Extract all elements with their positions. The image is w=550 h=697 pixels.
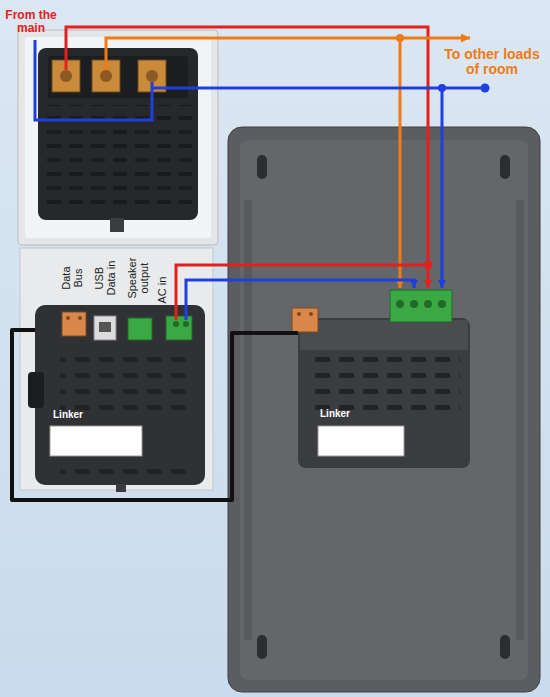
wall-panel-part xyxy=(424,300,432,308)
wires-part xyxy=(399,38,402,288)
wall-panel-part xyxy=(516,200,524,640)
wall-panel-part xyxy=(390,290,452,322)
wall-panel-part xyxy=(309,312,313,316)
port-label: Data Bus xyxy=(60,262,84,294)
power-socket xyxy=(18,30,218,245)
wall-panel-part xyxy=(312,356,460,412)
wires xyxy=(35,27,483,320)
wall-panel-part xyxy=(318,426,404,456)
controller-module-photo-part xyxy=(173,321,179,327)
wall-panel-part xyxy=(438,300,446,308)
wall-panel-part xyxy=(500,635,510,659)
power-socket-part xyxy=(100,70,112,82)
wire-junctions-part xyxy=(396,34,404,42)
controller-module-photo-part xyxy=(94,316,116,340)
wall-panel-part xyxy=(396,300,404,308)
wires-part xyxy=(176,265,428,320)
wire-junctions-part xyxy=(481,84,490,93)
port-label: AC in xyxy=(156,270,168,310)
wall-panel-part xyxy=(257,635,267,659)
controller-module: Linker xyxy=(298,318,470,468)
controller-module-photo-part xyxy=(62,312,86,336)
wire-junctions-part xyxy=(424,261,432,269)
brand-label: Linker xyxy=(53,409,201,420)
wires-part xyxy=(106,38,470,70)
wall-panel-part xyxy=(297,312,301,316)
port-label: USB Data in xyxy=(93,257,117,299)
controller-module-photo xyxy=(20,248,213,492)
wall-panel xyxy=(228,127,540,692)
wires-part xyxy=(441,88,444,288)
power-socket-part xyxy=(110,218,124,232)
power-socket-part xyxy=(18,30,218,245)
wall-panel-part xyxy=(410,300,418,308)
wire-junctions-part xyxy=(438,84,446,92)
controller-module-photo-part xyxy=(60,462,195,480)
wall-panel-part xyxy=(240,140,528,680)
controller-module-photo-part xyxy=(20,248,213,490)
destination-label: To other loads of room xyxy=(440,47,544,78)
power-socket-part xyxy=(25,37,211,238)
controller-module-photo-part xyxy=(66,316,70,320)
controller-module-photo-part xyxy=(128,318,152,340)
power-socket-part xyxy=(146,70,158,82)
wires-part xyxy=(186,280,414,320)
wall-panel-part xyxy=(298,318,470,468)
wall-panel-part xyxy=(257,155,267,179)
controller-module-photo-part xyxy=(78,316,82,320)
controller-module-photo-part xyxy=(50,426,142,456)
power-socket-part xyxy=(48,56,188,98)
power-socket-part xyxy=(60,70,72,82)
wall-panel-part xyxy=(228,127,540,692)
controller-module-photo-part xyxy=(28,372,44,408)
wall-panel-part xyxy=(300,320,468,350)
wall-panel-part xyxy=(500,155,510,179)
controller-module: Linker xyxy=(35,305,205,485)
controller-module-photo-part xyxy=(35,305,205,485)
wires-part xyxy=(152,87,483,90)
port-label: Speaker output xyxy=(126,253,150,303)
wires-part xyxy=(35,40,152,120)
controller-module-photo-part xyxy=(116,484,126,492)
wires-part xyxy=(66,27,428,288)
controller-module-photo-part xyxy=(60,350,195,414)
controller-module-photo-part xyxy=(183,321,189,327)
wall-panel-part xyxy=(292,308,318,332)
power-socket-part xyxy=(38,48,198,220)
controller-module-photo-part xyxy=(166,316,192,340)
controller-module-photo-part xyxy=(99,322,111,332)
source-label: From the main xyxy=(1,9,61,35)
brand-label: Linker xyxy=(320,408,466,419)
data-bus-cable xyxy=(12,330,298,500)
